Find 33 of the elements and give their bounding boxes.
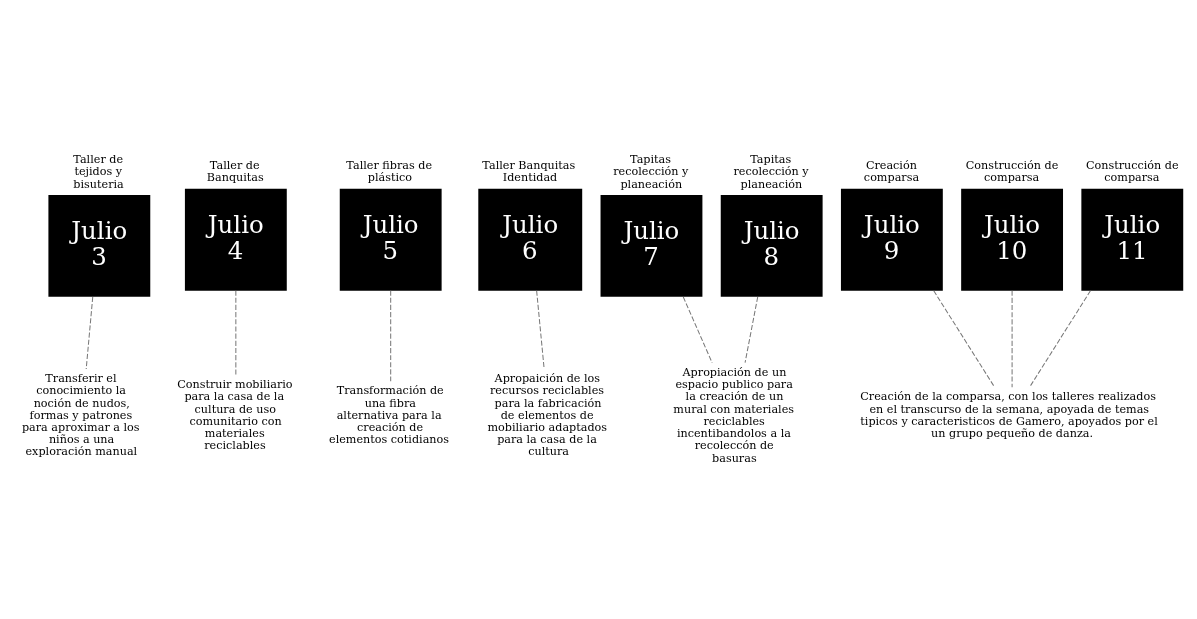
connector xyxy=(744,296,759,364)
node-box: Julio 8 xyxy=(720,194,823,297)
node-text: Transformación de una fibra alternativa para la creación de elementos cotidianos xyxy=(329,384,450,447)
node-label: Taller de Banquitas xyxy=(206,159,264,185)
connector xyxy=(682,296,713,364)
connector xyxy=(390,290,392,382)
node-box: Julio 11 xyxy=(1081,188,1184,291)
node-box: Julio 5 xyxy=(339,188,442,291)
connector xyxy=(1029,290,1091,388)
node-label: Taller Banquitas Identidad xyxy=(482,159,576,185)
node-label: Taller fibras de plástico xyxy=(346,159,433,185)
node-box: Julio 6 xyxy=(478,188,583,291)
node-label: Creación comparsa xyxy=(863,159,920,185)
node-box: Julio 4 xyxy=(184,188,287,291)
node-text: Apropaición de los recursos reciclables para la fabricación de elementos de mobiliario adaptados para la casa de la cultura xyxy=(487,372,608,459)
node-label: Tapitas recolección y planeación xyxy=(613,153,689,191)
node-label: Taller de tejidos y bisuteria xyxy=(73,153,124,191)
connector xyxy=(235,290,237,376)
node-text: Construir mobiliario para la casa de la cultura de uso comunitario con materiales reciclables xyxy=(177,378,293,453)
node-label: Construcción de comparsa xyxy=(1085,159,1179,185)
connector xyxy=(85,296,94,370)
connector xyxy=(1011,290,1013,388)
node-box: Julio 10 xyxy=(961,188,1063,291)
node-text: Creación de la comparsa, con los talleres realizados en el transcurso de la semana, apoyada de temas tipicos y caracteristicos de Gamero, apoyados por el un grupo pequeño de danza. xyxy=(860,390,1158,441)
node-box: Julio 9 xyxy=(840,188,943,291)
node-label: Tapitas recolección y planeación xyxy=(733,153,809,191)
node-box: Julio 7 xyxy=(600,194,703,297)
connector xyxy=(933,290,996,388)
node-text: Apropiación de un espacio publico para la creación de un mural con materiales reciclables incentibandolos a la recoleccón de basuras xyxy=(673,366,795,465)
node-label: Construcción de comparsa xyxy=(965,159,1059,185)
node-box: Julio 3 xyxy=(48,194,151,297)
connector xyxy=(536,290,545,370)
node-text: Transferir el conocimiento la noción de nudos, formas y patrones para aproximar a los niños a una exploración manual xyxy=(21,372,140,459)
